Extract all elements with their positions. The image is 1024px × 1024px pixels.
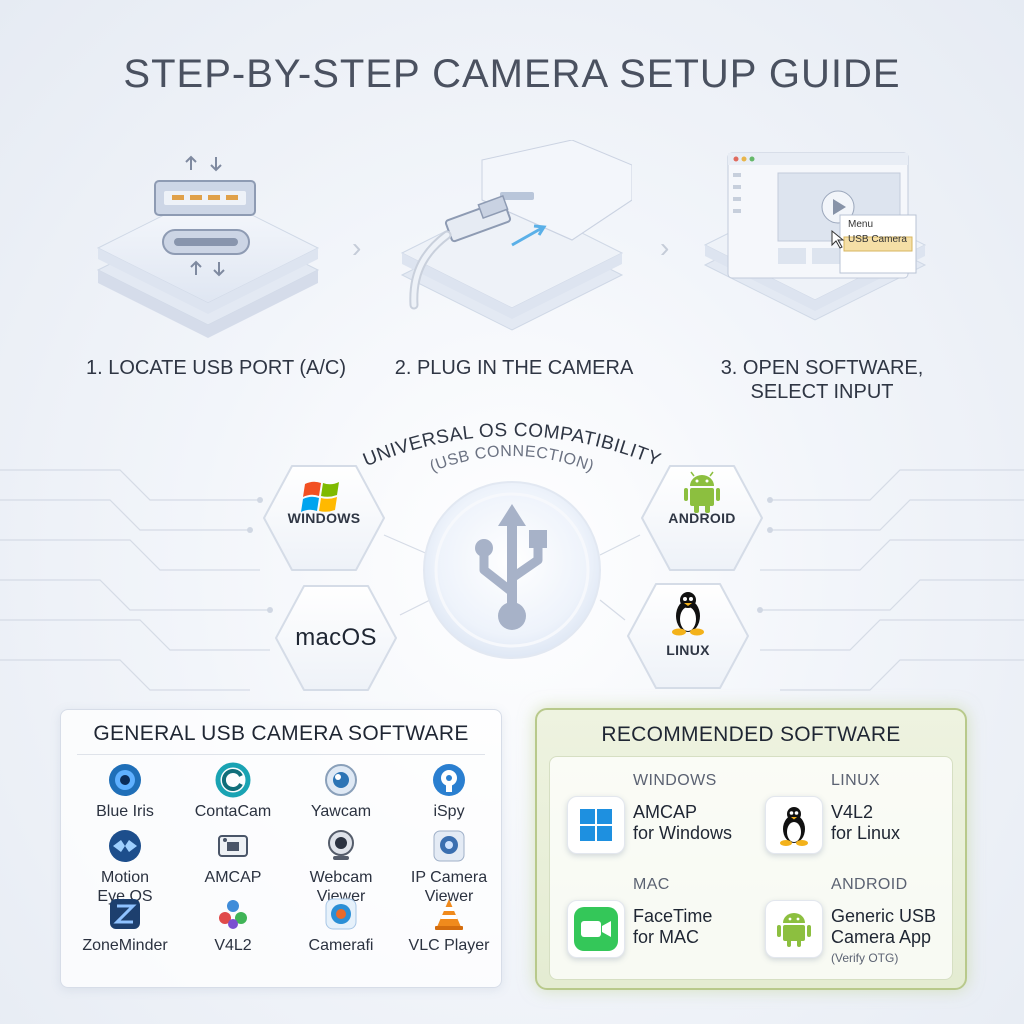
android-icon xyxy=(684,471,720,513)
usb-symbol-icon xyxy=(475,504,547,630)
step-arrow-1: › xyxy=(352,232,362,263)
ip-camera-viewer-icon xyxy=(433,830,465,862)
general-software-title: GENERAL USB CAMERA SOFTWARE xyxy=(93,722,469,745)
yawcam-icon xyxy=(325,764,357,796)
software-name: V4L2 xyxy=(214,937,252,954)
zoneminder-icon xyxy=(110,899,140,929)
software-item: Blue Iris xyxy=(70,762,180,821)
svg-text:(USB CONNECTION): (USB CONNECTION) xyxy=(428,443,597,475)
step-3-illustration xyxy=(700,145,940,345)
software-name: iSpy xyxy=(433,803,465,820)
step-2-illustration xyxy=(392,139,633,340)
software-item: VLC Player xyxy=(394,896,504,955)
step-1-illustration xyxy=(88,145,328,345)
recommended-category: ANDROID xyxy=(831,876,908,893)
software-item: ContaCam xyxy=(178,762,288,821)
step-1-label: 1. LOCATE USB PORT (A/C) xyxy=(85,357,347,379)
os-android-label: ANDROID xyxy=(668,510,736,526)
os-macos-label: macOS xyxy=(295,624,377,651)
recommended-software-title: RECOMMENDED SOFTWARE xyxy=(601,723,901,746)
software-item: Camerafi xyxy=(286,896,396,955)
step-2-label: 2. PLUG IN THE CAMERA xyxy=(394,357,634,379)
step-3-menu-selected: USB Camera xyxy=(848,234,907,245)
contacam-icon xyxy=(215,762,251,798)
step-3-menu-heading: Menu xyxy=(848,219,874,230)
general-software-panel: GENERAL USB CAMERA SOFTWARE Blue Iris Con… xyxy=(60,709,502,988)
software-name: ContaCam xyxy=(194,803,272,820)
recommended-category: WINDOWS xyxy=(633,772,717,789)
linux-tux-icon xyxy=(780,807,808,846)
webcam-viewer-icon xyxy=(328,830,354,860)
software-item: Yawcam xyxy=(286,762,396,821)
software-name: ZoneMinder xyxy=(82,937,168,954)
recommended-icon-box xyxy=(567,796,625,854)
windows-logo-icon xyxy=(301,481,339,512)
software-item: AMCAP xyxy=(178,828,288,887)
software-name: VLC Player xyxy=(408,937,490,954)
camerafi-icon xyxy=(325,898,357,930)
os-windows-label: WINDOWS xyxy=(287,510,361,526)
software-item: iSpy xyxy=(394,762,504,821)
recommended-category: LINUX xyxy=(831,772,881,789)
os-windows: WINDOWS xyxy=(260,462,388,574)
os-macos: macOS xyxy=(272,582,400,694)
os-android: ANDROID xyxy=(638,462,766,574)
software-item: V4L2 xyxy=(178,896,288,955)
recommended-category: MAC xyxy=(633,876,670,893)
recommended-icon-box xyxy=(765,796,823,854)
facetime-icon xyxy=(574,907,618,951)
motioneye-icon xyxy=(109,830,141,862)
page-title: STEP-BY-STEP CAMERA SETUP GUIDE xyxy=(123,52,901,96)
software-name: Yawcam xyxy=(310,803,372,820)
windows-tiles-icon xyxy=(580,809,612,841)
recommended-note: (Verify OTG) xyxy=(831,951,899,965)
amcap-icon xyxy=(218,835,248,857)
android-icon xyxy=(777,913,811,947)
usb-hub xyxy=(420,478,604,662)
v4l2-icon xyxy=(219,900,247,929)
compatibility-subheading: (USB CONNECTION) xyxy=(428,443,596,475)
compatibility-heading-curved: UNIVERSAL OS COMPATIBILITY (USB CONNECTI… xyxy=(360,420,663,475)
os-linux: LINUX xyxy=(624,580,752,692)
software-name: Camerafi xyxy=(308,937,374,954)
linux-tux-icon xyxy=(672,592,704,636)
step-arrow-2: › xyxy=(660,232,670,263)
os-linux-label: LINUX xyxy=(666,642,710,658)
recommended-icon-box xyxy=(567,900,625,958)
ispy-icon xyxy=(433,764,465,796)
software-name: Blue Iris xyxy=(96,803,154,820)
recommended-icon-box xyxy=(765,900,823,958)
step-3-label: 3. OPEN SOFTWARE, SELECT INPUT xyxy=(720,357,924,403)
software-item: ZoneMinder xyxy=(70,896,180,955)
vlc-icon xyxy=(435,899,463,930)
blue-iris-icon xyxy=(109,764,141,796)
software-name: AMCAP xyxy=(204,869,262,886)
